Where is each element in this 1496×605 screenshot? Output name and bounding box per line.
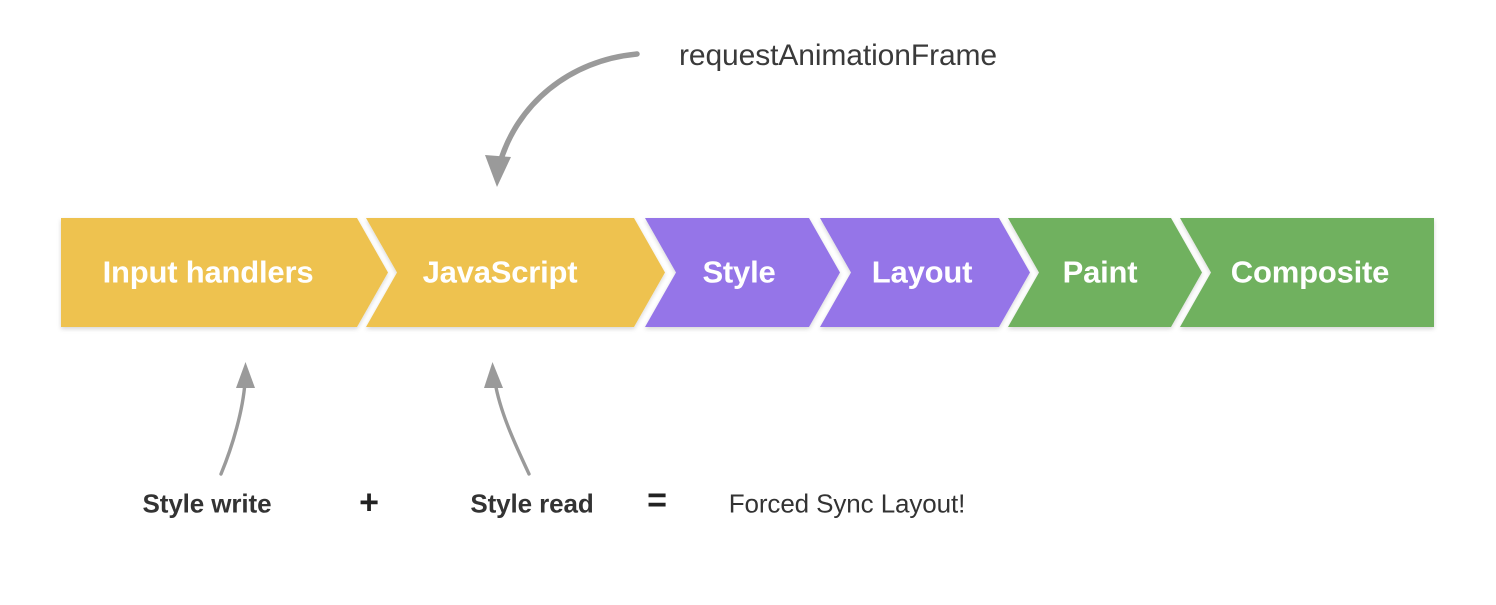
- raf-annotation-label: requestAnimationFrame: [678, 39, 998, 72]
- pipeline-label-style: Style: [702, 254, 776, 290]
- annotation-plus-operator: +: [359, 483, 379, 522]
- pipeline-label-paint: Paint: [1062, 254, 1138, 290]
- pipeline-label-layout: Layout: [871, 254, 973, 290]
- style-read-arrow: [484, 362, 531, 476]
- raf-callout-arrow: [485, 51, 640, 187]
- annotation-forced-sync-layout: Forced Sync Layout!: [728, 488, 966, 519]
- annotation-equals-operator: =: [647, 481, 667, 520]
- pipeline-label-javascript: JavaScript: [422, 254, 578, 290]
- pipeline-label-composite: Composite: [1230, 254, 1390, 290]
- style-write-arrow: [219, 362, 255, 476]
- annotation-style-write: Style write: [142, 488, 272, 519]
- pipeline-label-input-handlers: Input handlers: [102, 254, 314, 290]
- annotation-style-read: Style read: [470, 488, 594, 519]
